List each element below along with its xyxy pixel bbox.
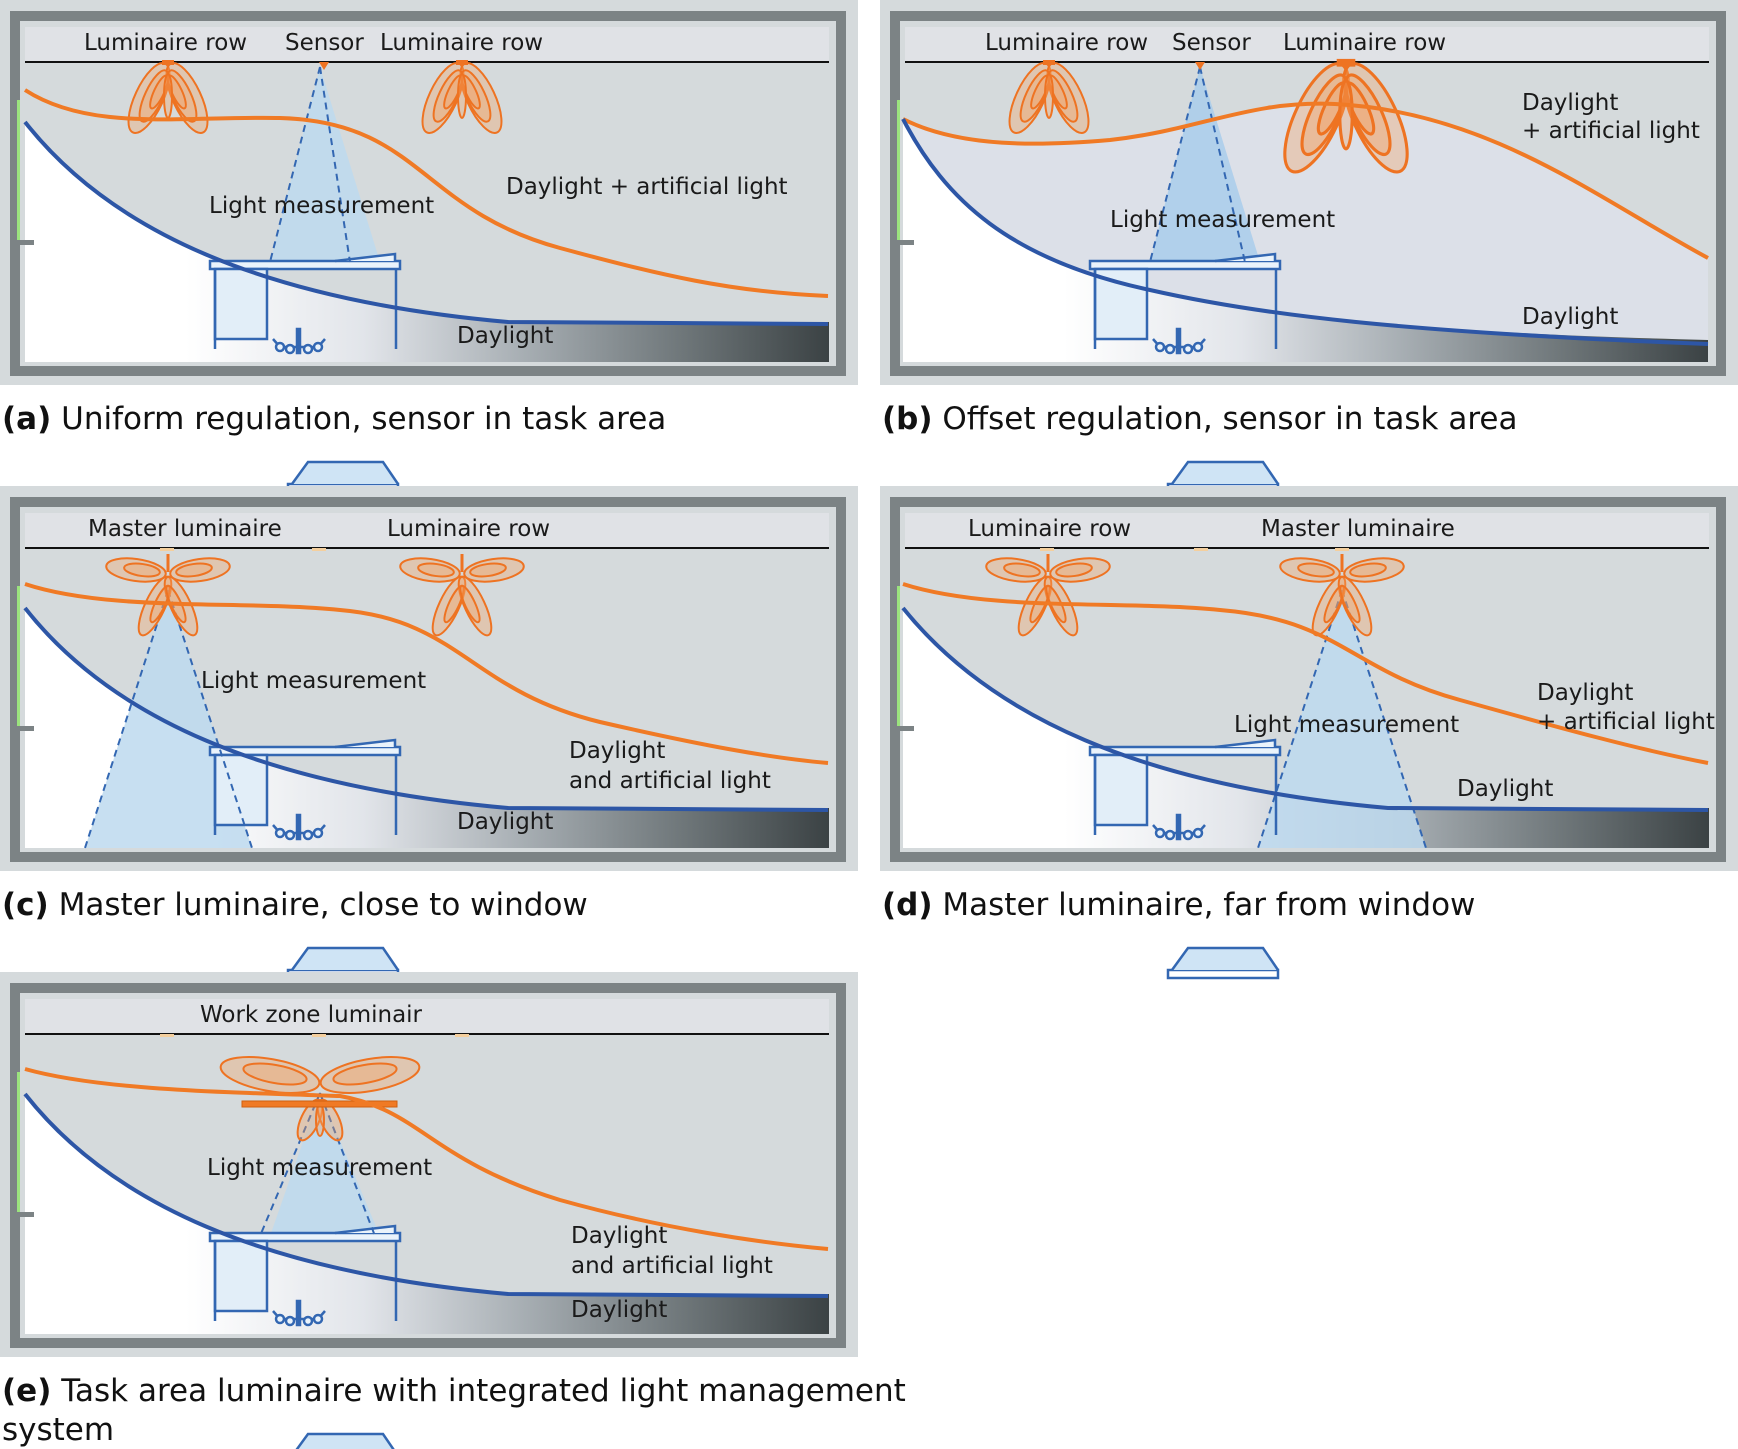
label-daylight: Daylight [457, 323, 553, 349]
label-luminaire-row: Luminaire row [84, 30, 247, 56]
caption-b: (b) Offset regulation, sensor in task ar… [882, 401, 1517, 437]
label-combined-light: Daylight [571, 1223, 667, 1249]
work-zone-luminaire-icon [219, 1056, 421, 1142]
panel-c: Master luminaire Luminaire row Light mea… [0, 486, 858, 980]
label-master-luminaire: Master luminaire [1261, 516, 1455, 542]
label-daylight: Daylight [1522, 304, 1618, 330]
label-work-zone-luminaire: Work zone luminair [200, 1002, 423, 1028]
label-luminaire-row: Luminaire row [380, 30, 543, 56]
label-daylight: Daylight [457, 809, 553, 835]
label-light-measurement: Light measurement [207, 1155, 432, 1181]
label-luminaire-row: Luminaire row [985, 30, 1148, 56]
label-combined-light: + artificial light [1537, 709, 1715, 735]
label-daylight: Daylight [571, 1297, 667, 1323]
label-luminaire-row: Luminaire row [968, 516, 1131, 542]
label-combined-light: + artificial light [1522, 118, 1700, 144]
caption-a: (a) Uniform regulation, sensor in task a… [2, 401, 666, 437]
panel-e: Work zone luminair Light measurement Day… [0, 972, 858, 1449]
label-light-measurement: Light measurement [1110, 207, 1335, 233]
label-luminaire-row: Luminaire row [1283, 30, 1446, 56]
label-combined-light: Daylight [1522, 90, 1618, 116]
label-combined-light: Daylight [569, 738, 665, 764]
label-combined-light: Daylight [1537, 680, 1633, 706]
panel-a: Luminaire row Sensor Luminaire row Light… [0, 0, 858, 494]
panel-b: Luminaire row Sensor Luminaire row Dayli… [880, 0, 1738, 494]
label-light-measurement: Light measurement [201, 668, 426, 694]
label-master-luminaire: Master luminaire [88, 516, 282, 542]
label-combined-light: and artificial light [569, 768, 771, 794]
label-light-measurement: Light measurement [1234, 712, 1459, 738]
label-combined-light: Daylight + artificial light [506, 174, 788, 200]
label-sensor: Sensor [285, 30, 364, 56]
label-daylight: Daylight [1457, 776, 1553, 802]
label-luminaire-row: Luminaire row [387, 516, 550, 542]
panel-d: Luminaire row Master luminaire Light mea… [880, 486, 1738, 980]
caption-d: (d) Master luminaire, far from window [882, 887, 1475, 923]
label-light-measurement: Light measurement [209, 193, 434, 219]
caption-e-line-2: system [2, 1412, 114, 1448]
label-sensor: Sensor [1172, 30, 1251, 56]
caption-c: (c) Master luminaire, close to window [2, 887, 588, 923]
caption-e: (e) Task area luminaire with integrated … [2, 1373, 906, 1409]
label-combined-light: and artificial light [571, 1253, 773, 1279]
